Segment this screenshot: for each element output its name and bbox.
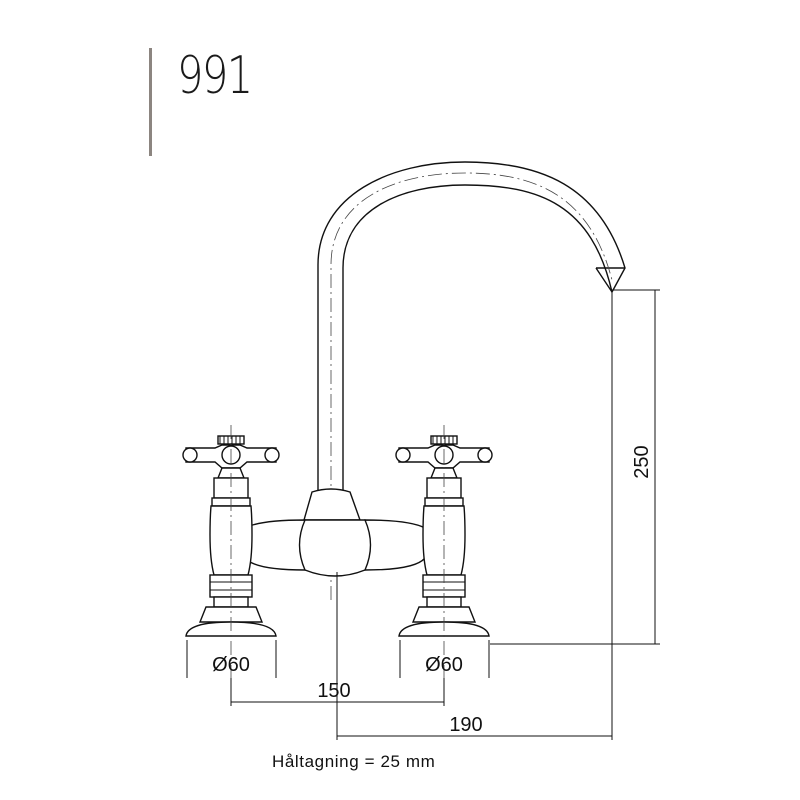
base-diameter-right-label: Ø60 <box>425 654 463 676</box>
dimension-lines <box>186 289 660 740</box>
central-body <box>240 488 430 577</box>
center-distance-label: 150 <box>317 680 350 702</box>
spout <box>317 161 626 600</box>
left-tap <box>182 425 280 700</box>
spout-reach-label: 190 <box>449 714 482 736</box>
spout-height-label: 250 <box>631 445 653 478</box>
base-diameter-left-label: Ø60 <box>212 654 250 676</box>
hole-size-note: Håltagning = 25 mm <box>272 752 436 771</box>
right-tap <box>395 425 493 700</box>
title-accent-bar <box>149 48 152 156</box>
model-number: 991 <box>177 46 253 106</box>
